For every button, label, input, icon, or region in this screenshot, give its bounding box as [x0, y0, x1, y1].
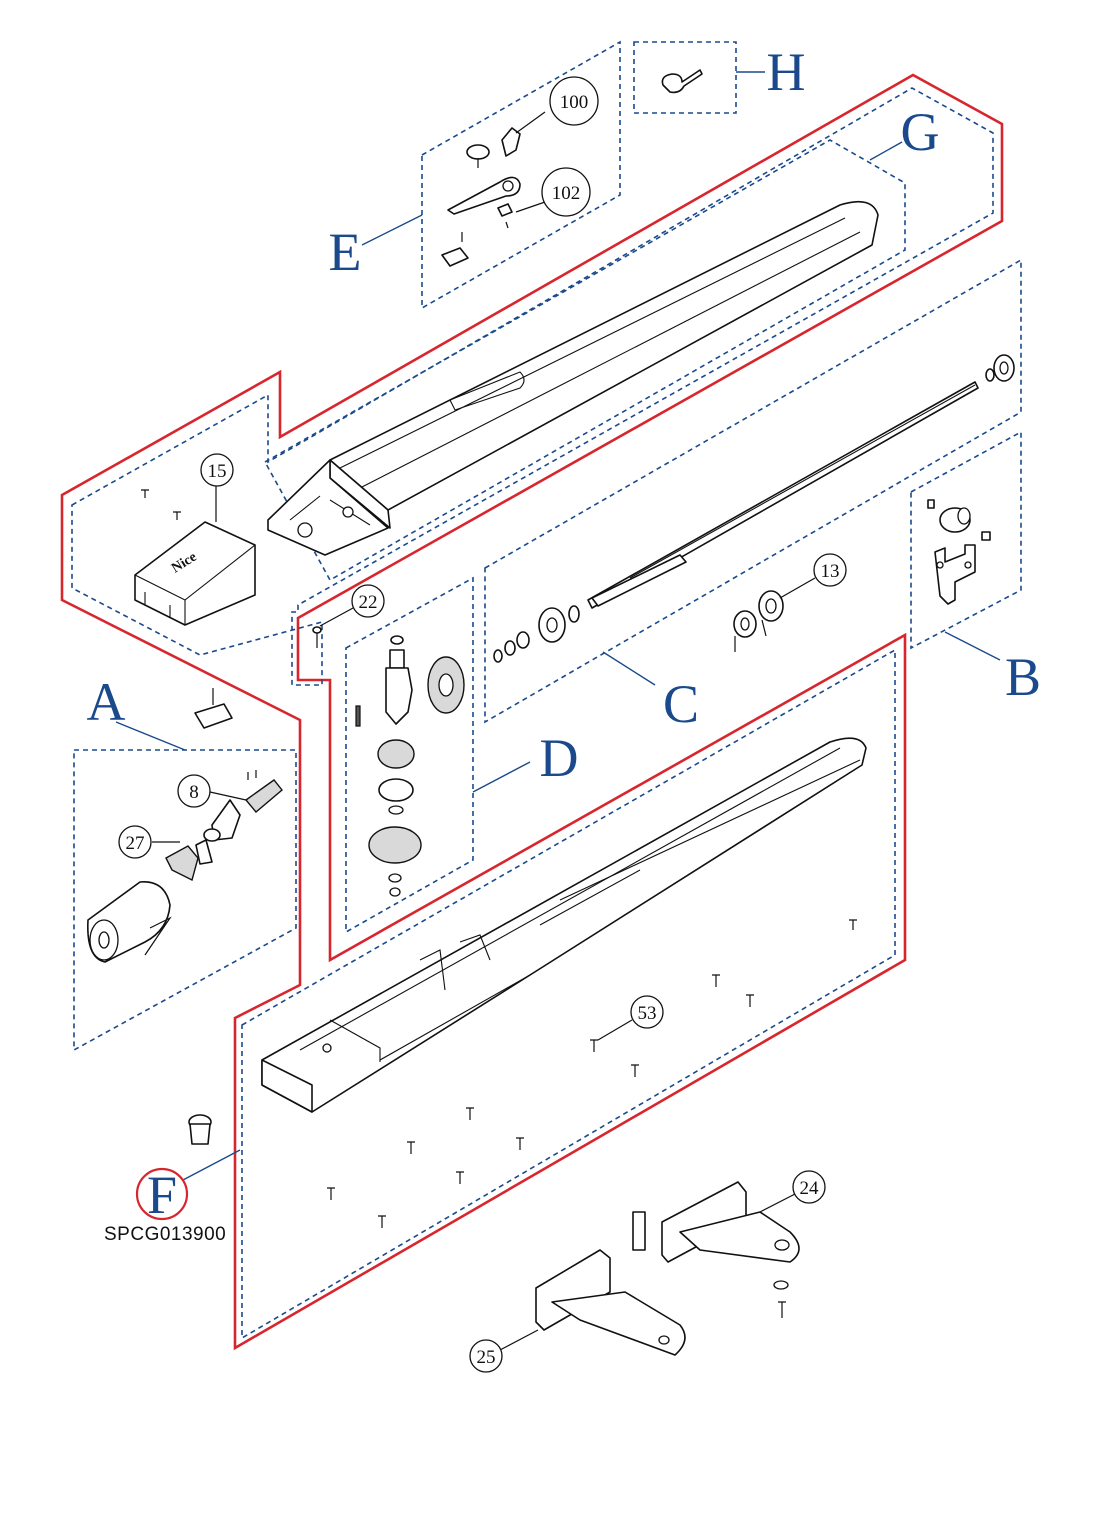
part-code-label: SPCG013900 [104, 1224, 226, 1245]
svg-text:15: 15 [208, 461, 227, 482]
callout-102: 102 [541, 167, 591, 217]
terminal-block-part [194, 688, 233, 729]
bearing-stack-c [493, 590, 784, 663]
cap-screws [141, 489, 181, 520]
group-label-d: D [540, 728, 579, 788]
svg-text:100: 100 [560, 92, 589, 113]
group-label-h: H [767, 42, 806, 102]
callout-100: 100 [549, 76, 599, 126]
key-part [661, 69, 703, 94]
group-box-c [484, 258, 1022, 724]
group-box-f [241, 648, 896, 1340]
svg-text:13: 13 [821, 561, 840, 582]
gear-stack-d [312, 626, 465, 897]
callout-25: 25 [469, 1339, 503, 1373]
bracket-24-part [632, 1181, 800, 1318]
svg-text:27: 27 [126, 833, 145, 854]
group-box-h [633, 41, 737, 114]
bracket-25-part [535, 1249, 686, 1356]
svg-text:53: 53 [638, 1003, 657, 1024]
group-label-f: F [147, 1165, 177, 1225]
group-box-g [71, 87, 994, 686]
group-box-e [421, 40, 621, 310]
release-mechanism-parts [441, 127, 521, 267]
group-label-e: E [329, 222, 362, 282]
callout-22: 22 [351, 584, 385, 618]
svg-text:8: 8 [189, 782, 199, 803]
group-label-g: G [901, 102, 940, 162]
group-box-a [73, 749, 297, 1052]
cable-gland-part [188, 1114, 212, 1145]
group-label-a: A [87, 672, 126, 732]
svg-text:24: 24 [800, 1178, 820, 1199]
callout-15: 15 [200, 453, 234, 487]
callout-8: 8 [177, 774, 211, 808]
group-box-d [345, 576, 474, 934]
group-leaders [115, 71, 1001, 1181]
group-label-b: B [1005, 647, 1041, 707]
lead-screw-part [587, 354, 1015, 609]
callout-13: 13 [813, 553, 847, 587]
callout-27: 27 [118, 825, 152, 859]
motor-part [87, 881, 172, 963]
group-f-highlight-circle [135, 1167, 189, 1221]
svg-text:25: 25 [477, 1347, 496, 1368]
svg-text:102: 102 [552, 183, 581, 204]
motor-cap-part: Nice [134, 521, 256, 626]
top-cover-part [267, 200, 879, 556]
callout-24: 24 [792, 1170, 826, 1204]
group-box-b [910, 430, 1022, 650]
base-casing-part [261, 737, 867, 1113]
svg-text:22: 22 [359, 592, 378, 613]
casing-screws [327, 919, 857, 1228]
callout-leaders [152, 111, 816, 1351]
group-box-g-cover [263, 139, 906, 582]
callout-53: 53 [630, 995, 664, 1029]
group-label-c: C [663, 674, 699, 734]
end-fitting-part [927, 499, 991, 605]
highlight-outline-upper [60, 73, 1004, 1351]
worm-gear-parts [165, 770, 283, 882]
